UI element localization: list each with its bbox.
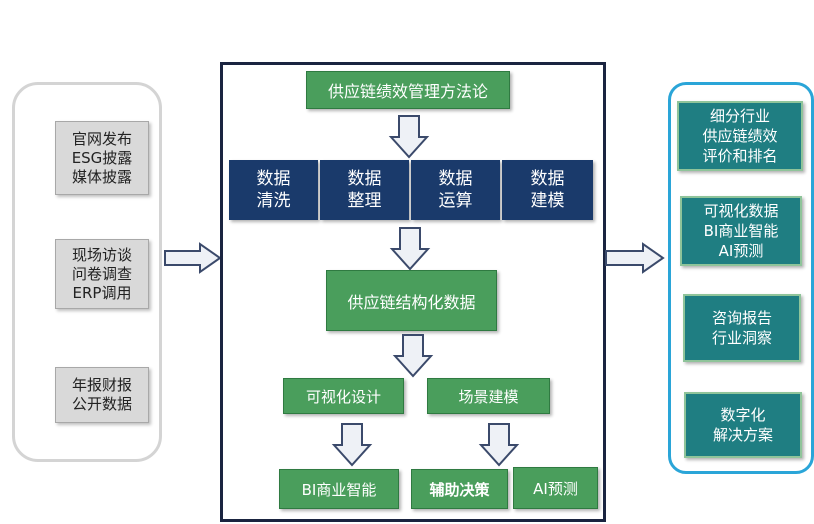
flow-arrow-down-icon bbox=[388, 115, 430, 159]
step-line: 清洗 bbox=[256, 191, 291, 211]
step-line: 数据 bbox=[530, 169, 565, 189]
source-line: 官网发布 bbox=[71, 129, 132, 148]
source-box-financial-reports: 年报财报 公开数据 bbox=[55, 367, 149, 423]
source-line: 年报财报 bbox=[71, 376, 132, 394]
output-line: 解决方案 bbox=[712, 426, 773, 444]
methodology-label: 供应链绩效管理方法论 bbox=[327, 82, 488, 101]
source-line: 媒体披露 bbox=[71, 167, 132, 186]
output-consulting-report: 咨询报告 行业洞察 bbox=[683, 294, 801, 362]
bi-label: BI商业智能 bbox=[301, 480, 377, 499]
methodology-box: 供应链绩效管理方法论 bbox=[306, 71, 510, 109]
step-line: 数据 bbox=[256, 169, 291, 189]
output-line: 评价和排名 bbox=[702, 147, 778, 165]
step-line: 数据 bbox=[347, 169, 382, 189]
output-line: BI商业智能 bbox=[703, 222, 779, 240]
output-line: 咨询报告 bbox=[711, 309, 772, 327]
visual-design-box: 可视化设计 bbox=[283, 378, 404, 414]
flow-arrow-down-icon bbox=[331, 423, 373, 467]
scenario-modeling-box: 场景建模 bbox=[427, 378, 550, 414]
structured-data-box: 供应链结构化数据 bbox=[326, 270, 497, 331]
output-line: 细分行业 bbox=[709, 107, 770, 125]
source-line: 问卷调查 bbox=[71, 264, 132, 283]
source-box-field-research: 现场访谈 问卷调查 ERP调用 bbox=[55, 239, 149, 309]
flow-arrow-down-icon bbox=[478, 423, 520, 467]
step-line: 运算 bbox=[438, 191, 473, 211]
flow-arrow-right-icon bbox=[164, 242, 222, 274]
decision-support-label: 辅助决策 bbox=[429, 480, 490, 499]
source-line: 现场访谈 bbox=[71, 245, 132, 264]
step-data-modeling: 数据 建模 bbox=[502, 160, 593, 220]
step-line: 建模 bbox=[530, 191, 565, 211]
output-visual-data: 可视化数据 BI商业智能 AI预测 bbox=[680, 196, 802, 266]
step-data-cleaning: 数据 清洗 bbox=[229, 160, 318, 220]
flow-arrow-down-icon bbox=[389, 227, 431, 271]
flow-arrow-down-icon bbox=[392, 334, 434, 378]
output-line: AI预测 bbox=[718, 242, 764, 260]
output-line: 行业洞察 bbox=[711, 329, 772, 347]
step-line: 数据 bbox=[438, 169, 473, 189]
flow-arrow-right-icon bbox=[605, 242, 665, 274]
bi-box: BI商业智能 bbox=[279, 469, 399, 509]
scenario-modeling-label: 场景建模 bbox=[458, 387, 519, 406]
step-data-computing: 数据 运算 bbox=[411, 160, 500, 220]
output-line: 数字化 bbox=[720, 406, 766, 424]
visual-design-label: 可视化设计 bbox=[305, 387, 381, 406]
output-line: 供应链绩效 bbox=[702, 127, 778, 145]
step-line: 整理 bbox=[347, 191, 382, 211]
step-data-organizing: 数据 整理 bbox=[320, 160, 409, 220]
structured-data-label: 供应链结构化数据 bbox=[347, 292, 476, 312]
source-line: 公开数据 bbox=[71, 395, 132, 413]
ai-prediction-box: AI预测 bbox=[513, 467, 598, 509]
output-industry-ranking: 细分行业 供应链绩效 评价和排名 bbox=[677, 101, 803, 171]
output-line: 可视化数据 bbox=[703, 202, 779, 220]
output-digital-solution: 数字化 解决方案 bbox=[684, 392, 802, 458]
ai-prediction-label: AI预测 bbox=[533, 479, 578, 498]
source-line: ESG披露 bbox=[71, 148, 133, 167]
decision-support-box: 辅助决策 bbox=[411, 469, 508, 509]
source-box-public-disclosure: 官网发布 ESG披露 媒体披露 bbox=[55, 121, 149, 195]
source-line: ERP调用 bbox=[72, 283, 132, 302]
